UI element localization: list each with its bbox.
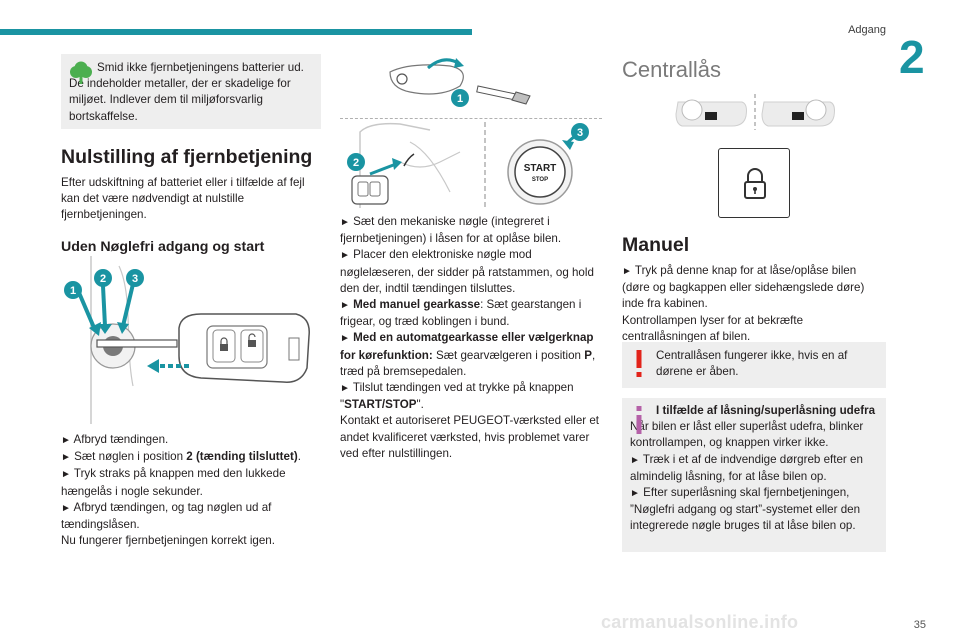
warning-box: Centrallåsen fungerer ikke, hvis en af d… <box>622 342 886 388</box>
start-label: START <box>524 163 557 174</box>
col1-step-2: ► Sæt nøglen i position 2 (tænding tilsl… <box>61 450 301 464</box>
column-1-steps: ► Afbryd tændingen. ► Sæt nøglen i posit… <box>61 432 323 549</box>
stop-label: STOP <box>532 177 548 183</box>
page-number: 35 <box>913 619 926 631</box>
fig1-label-3: 3 <box>132 273 138 285</box>
info-icon <box>636 406 642 434</box>
fig2-divider-top <box>340 118 602 119</box>
fig1-label-2: 2 <box>100 273 106 285</box>
padlock-icon <box>744 168 766 199</box>
section-name: Adgang <box>848 24 886 36</box>
tree-icon <box>70 61 92 84</box>
manual-title: Manuel <box>622 234 690 256</box>
start-stop-illustration: 2 START STOP 3 <box>347 122 589 208</box>
col1-step-4: ► Afbryd tændingen, og tag nøglen ud af … <box>61 500 272 532</box>
col2-outro: Kontakt et autoriseret PEUGEOT-værksted … <box>340 414 600 460</box>
info-box: I tilfælde af låsning/superlåsning udefr… <box>622 398 886 552</box>
col2-step-3: ► Med manuel gearkasse: Sæt gearstangen … <box>340 298 582 329</box>
fig2-label-1: 1 <box>457 93 463 105</box>
col1-step-3: ► Tryk straks på knappen med den lukkede… <box>61 467 286 498</box>
col2-step-1: ► Sæt den mekaniske nøgle (integreret i … <box>340 215 562 246</box>
lock-button[interactable] <box>718 148 790 218</box>
reset-remote-title: Nulstilling af fjernbetjening <box>61 146 313 168</box>
manual-line-2: Kontrollampen lyser for at bekræfte cent… <box>622 313 804 343</box>
column-2-text: ► Sæt den mekaniske nøgle (integreret i … <box>340 214 602 462</box>
warning-text: Centrallåsen fungerer ikke, hvis en af d… <box>656 349 848 379</box>
col2-step-4: ► Med en automatgearkasse eller vælgerkn… <box>340 331 596 378</box>
central-lock-title: Centrallås <box>622 57 722 82</box>
chapter-number: 2 <box>899 31 925 83</box>
dashboard-buttons-illustration <box>675 94 835 130</box>
column-3-title: Centrallås <box>622 58 884 81</box>
info-step-2: ► Efter superlåsning skal fjernbetjening… <box>630 486 861 533</box>
col2-step-5: ► Tilslut tændingen ved at trykke på kna… <box>340 381 574 412</box>
exclamation-icon <box>636 350 642 377</box>
fig1-label-1: 1 <box>70 285 76 297</box>
info-text: Når bilen er låst eller superlåst udefra… <box>630 420 864 450</box>
info-step-1: ► Træk i et af de indvendige dørgreb eft… <box>630 452 863 483</box>
eco-note-box: Smid ikke fjernbetjeningens batterier ud… <box>61 54 321 129</box>
watermark: carmanualsonline.info <box>601 612 799 632</box>
column-1: Nulstilling af fjernbetjening Efter udsk… <box>61 146 323 256</box>
fig2-label-2: 2 <box>353 157 359 169</box>
ignition-key-illustration: 1 2 3 <box>64 256 310 424</box>
door-lock-key-illustration: 1 <box>389 58 531 107</box>
header-accent-bar <box>0 29 472 35</box>
col2-step-2: ► Placer den elektroniske nøgle mod nøgl… <box>340 248 594 295</box>
reset-intro: Efter udskiftning af batteriet eller i t… <box>61 176 305 222</box>
eco-note-text: Smid ikke fjernbetjeningens batterier ud… <box>69 61 304 123</box>
info-title: I tilfælde af låsning/superlåsning udefr… <box>656 404 876 417</box>
manual-step-1: ► Tryk på denne knap for at låse/oplåse … <box>622 264 865 311</box>
column-3-manual: Manuel ► Tryk på denne knap for at låse/… <box>622 234 884 345</box>
fig2-label-3: 3 <box>577 127 583 139</box>
col1-step-1: ► Afbryd tændingen. <box>61 433 169 446</box>
col1-outro: Nu fungerer fjernbetjeningen korrekt ige… <box>61 534 275 548</box>
subtitle-no-keyless: Uden Nøglefri adgang og start <box>61 238 265 255</box>
